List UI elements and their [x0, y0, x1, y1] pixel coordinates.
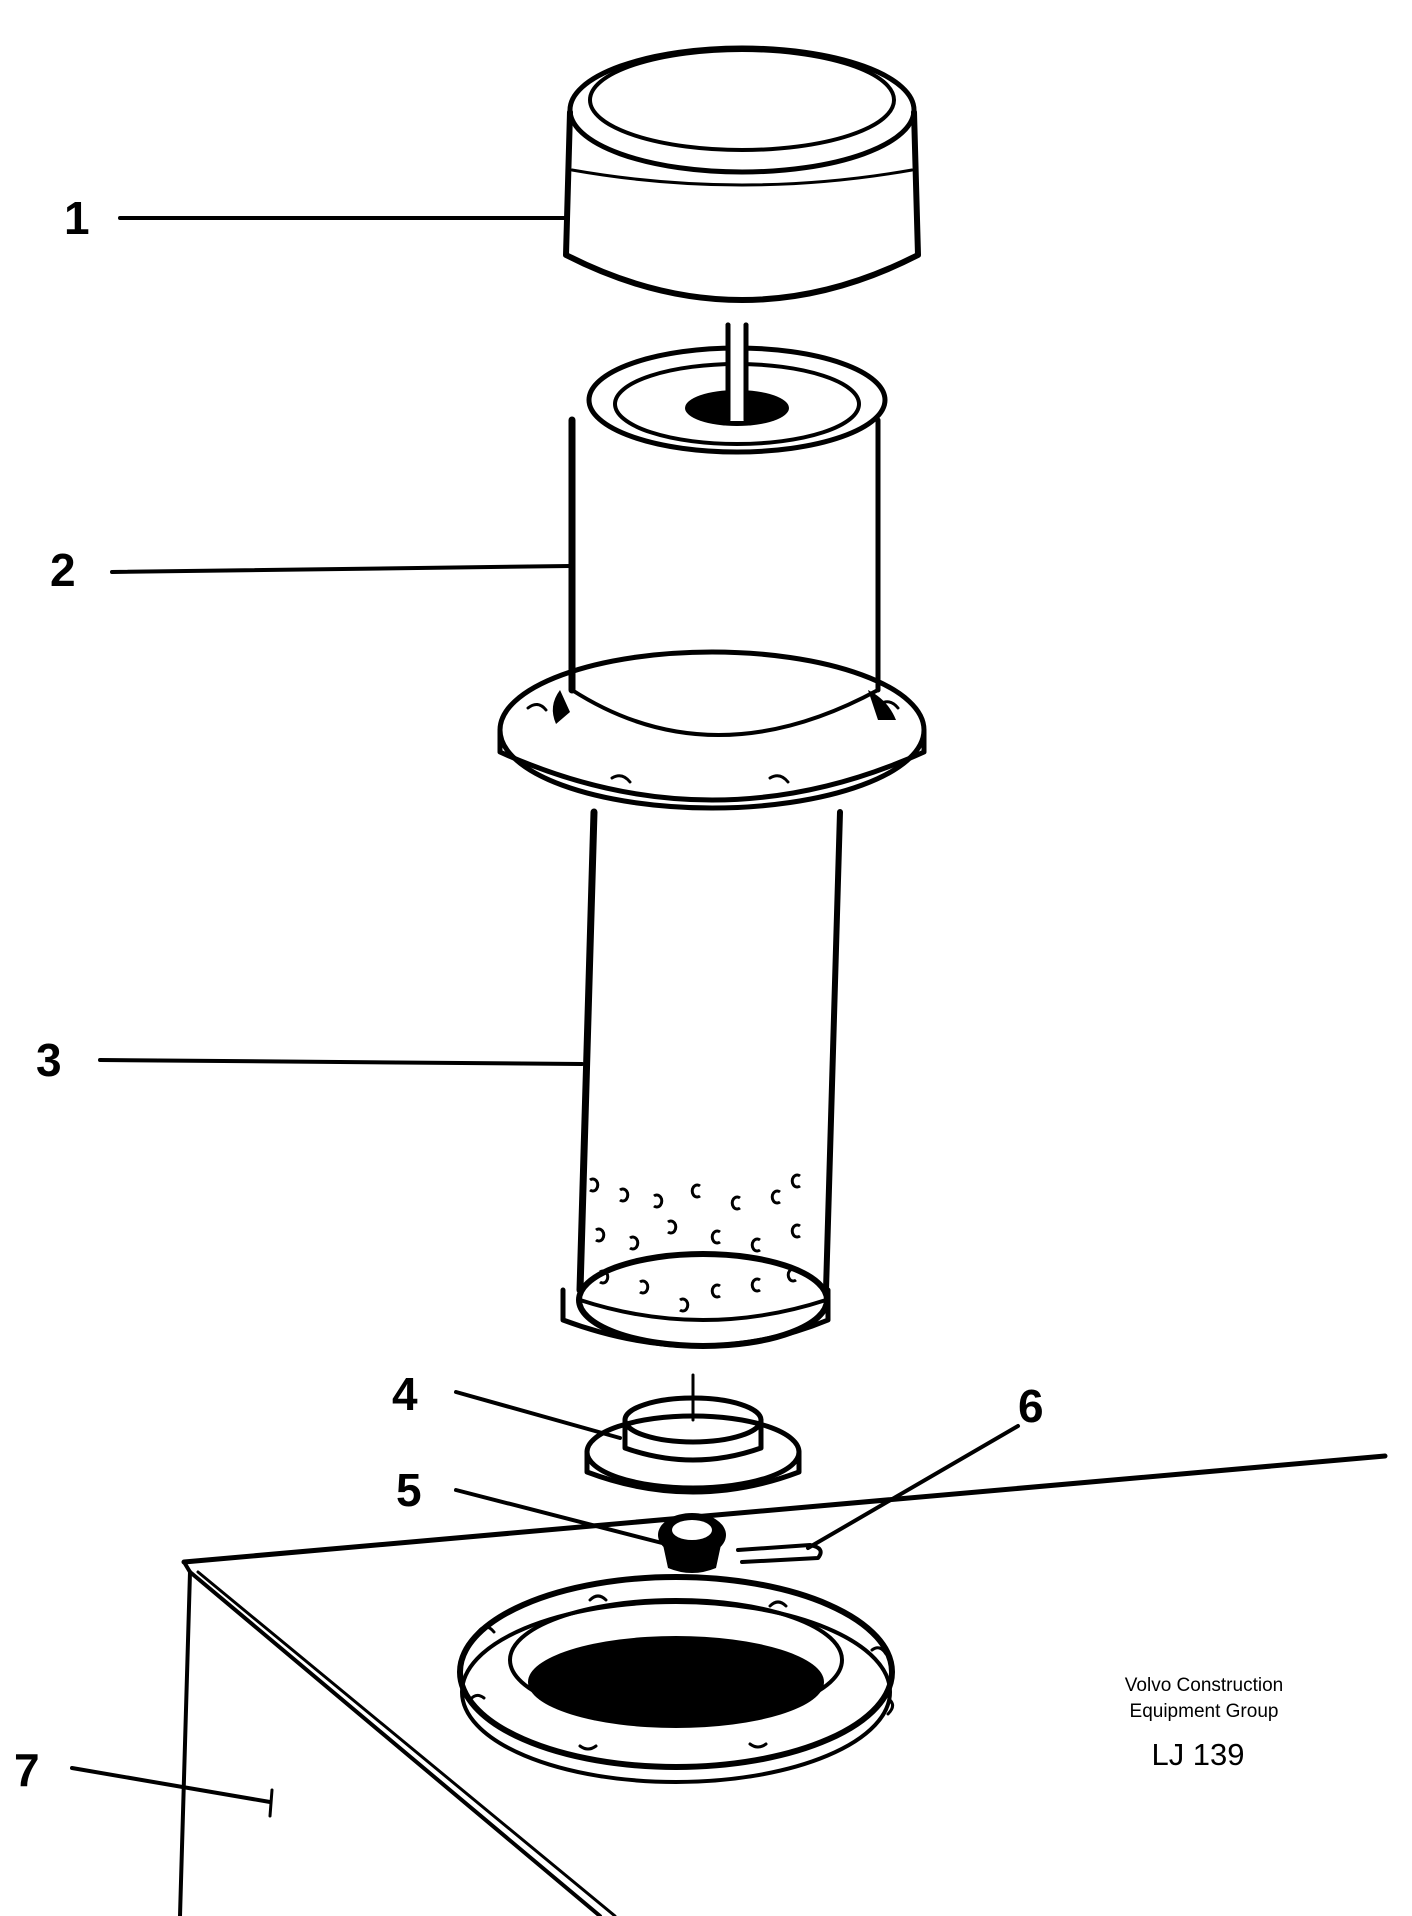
callout-4: 4 — [392, 1368, 418, 1420]
perforation-holes — [589, 1173, 801, 1313]
caption-line-1: Volvo Construction — [1125, 1675, 1283, 1696]
callout-3: 3 — [36, 1034, 62, 1086]
callout-6: 6 — [1018, 1380, 1044, 1432]
callout-5: 5 — [396, 1464, 422, 1516]
part-4-bottom-plate — [584, 1373, 802, 1495]
leader-lines — [70, 216, 1020, 1818]
callout-1: 1 — [64, 192, 90, 244]
part-7-tank — [178, 1453, 1388, 1916]
callout-2: 2 — [50, 544, 76, 596]
part-2-housing — [497, 322, 927, 811]
drawing-code: LJ 139 — [1151, 1737, 1244, 1772]
caption-line-2: Equipment Group — [1130, 1701, 1279, 1722]
callout-7: 7 — [14, 1744, 40, 1796]
part-5-nut — [658, 1513, 726, 1573]
part-3-filter-element — [560, 808, 843, 1349]
